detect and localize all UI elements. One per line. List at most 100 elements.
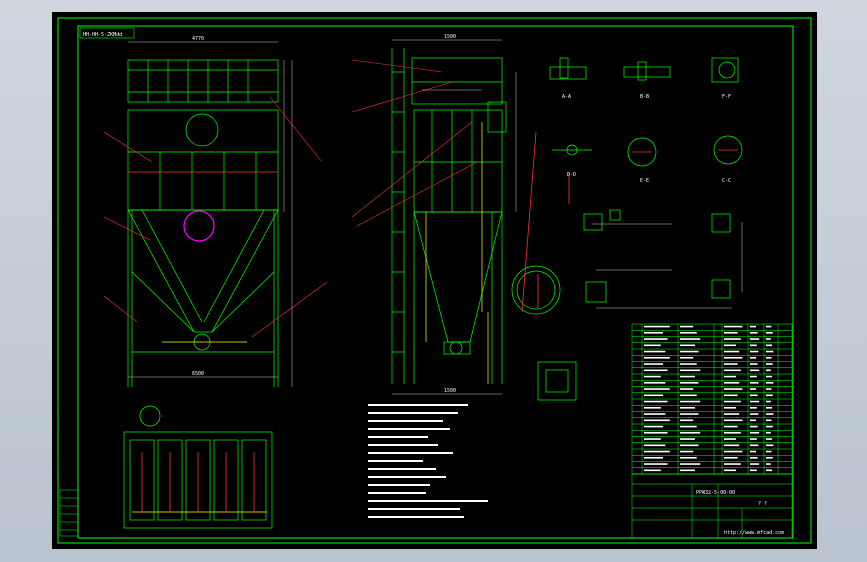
inlet-flange-highlight [183, 210, 215, 242]
bom-cell-mark [680, 344, 695, 347]
bom-cell-mark [750, 469, 757, 472]
bom-cell-mark [644, 382, 666, 384]
bom-cell-mark [680, 369, 701, 372]
bom-cell-mark [750, 350, 759, 353]
bom-cell-mark [750, 400, 760, 403]
bom-cell-mark [766, 463, 771, 465]
side-leaders [351, 59, 478, 227]
bom-cell-mark [680, 350, 699, 353]
bom-cell-mark [766, 344, 773, 347]
section-label-c: C-C [722, 178, 731, 184]
side-highlights [425, 122, 489, 384]
front-leaders [103, 96, 328, 338]
bom-cell-mark [724, 400, 741, 403]
bom-cell-mark [724, 444, 740, 447]
bom-cell-mark [680, 438, 695, 440]
bom-cell-mark [644, 369, 668, 372]
front-view [127, 59, 279, 387]
section-label-a: A-A [562, 94, 571, 100]
bom-cell-mark [644, 325, 670, 328]
bom-cell-mark [680, 419, 694, 422]
bom-cell-mark [680, 463, 701, 465]
bom-cell-mark [680, 382, 699, 384]
bom-cell-mark [680, 450, 694, 453]
bom-cell-mark [766, 407, 773, 409]
bom-cell-mark [680, 375, 695, 378]
bom-cell-mark [644, 394, 664, 397]
bom-cell-mark [766, 369, 771, 372]
bom-cell-mark [680, 400, 701, 403]
bom-cell-mark [724, 432, 741, 434]
bom-cell-mark [750, 375, 757, 378]
bom-cell-mark [644, 457, 664, 459]
bom-cell-mark [766, 325, 772, 328]
bom-cell-mark [750, 463, 760, 465]
bom-cell-mark [766, 432, 771, 434]
bom-cell-mark [644, 463, 668, 465]
bom-cell-mark [680, 432, 701, 434]
inner-frame [77, 25, 794, 539]
title-code-box [79, 27, 135, 39]
bom-cell-mark [766, 419, 772, 422]
cad-drawing: HH-HH-5-ZKMdd [57, 17, 812, 544]
plan-view [123, 405, 273, 529]
bom-cell-mark [750, 444, 759, 447]
bom-cell-mark [724, 357, 743, 359]
bom-cell-mark [644, 450, 670, 453]
bom-cell-mark [644, 438, 661, 440]
plan-bars [141, 452, 255, 512]
bom-cell-mark [724, 419, 743, 422]
bom-cell-mark [724, 463, 741, 465]
dim-side-width: 1500 [444, 34, 456, 40]
section-label-f: F-F [722, 94, 731, 100]
title-code: HH-HH-5-ZKMdd [83, 32, 122, 38]
bom-cell-mark [750, 344, 757, 347]
bom-cell-mark [766, 357, 772, 359]
technical-notes [368, 404, 488, 518]
bom-cell-mark [724, 388, 743, 390]
bom-cell-mark [750, 450, 756, 453]
bom-cell-mark [766, 425, 773, 428]
drawing-canvas[interactable]: HH-HH-5-ZKMdd [52, 12, 817, 549]
bom-cell-mark [680, 332, 697, 334]
front-dims [128, 41, 293, 387]
bom-cell-mark [644, 425, 664, 428]
bom-cell-mark [680, 388, 694, 390]
bom-cell-mark [766, 332, 773, 334]
bom-cell-mark [724, 375, 736, 378]
bom-cell-mark [644, 375, 661, 378]
bom-cell-mark [644, 344, 661, 347]
bom-cell-mark [644, 407, 661, 409]
dim-side-base: 1500 [444, 388, 456, 394]
bom-cell-mark [680, 413, 699, 415]
bom-cell-mark [644, 419, 670, 422]
bom-cell-mark [644, 388, 670, 390]
bom-cell-mark [724, 382, 740, 384]
side-view [391, 48, 507, 384]
scale-label: ? ? [758, 501, 767, 507]
bom-cell-mark [750, 325, 756, 328]
bom-cell-mark [766, 469, 773, 472]
bom-cell-mark [766, 444, 774, 447]
bom-cell-mark [766, 382, 774, 384]
detail-dims [592, 222, 743, 309]
drawing-number: PPW32-5-00-00 [696, 490, 735, 496]
bom-cell-mark [724, 394, 738, 397]
bom-cell-mark [766, 400, 771, 403]
bom-cell-mark [750, 432, 760, 434]
section-label-e: E-E [640, 178, 649, 184]
bom-cell-mark [750, 332, 758, 334]
bom-cell-mark [680, 407, 695, 409]
bom-cell-mark [644, 413, 666, 415]
section-label-b: B-B [640, 94, 649, 100]
bom-cell-mark [680, 357, 694, 359]
bom-cell-mark [724, 438, 736, 440]
bom-cell-mark [750, 357, 756, 359]
bom-cell-mark [724, 425, 738, 428]
section-label-d: D-D [567, 172, 576, 178]
bom-cell-mark [750, 413, 759, 415]
bom-cell-mark [644, 432, 668, 434]
bom-cell-mark [766, 438, 773, 440]
bom-cell-mark [724, 344, 736, 347]
bom-cell-mark [680, 338, 701, 340]
